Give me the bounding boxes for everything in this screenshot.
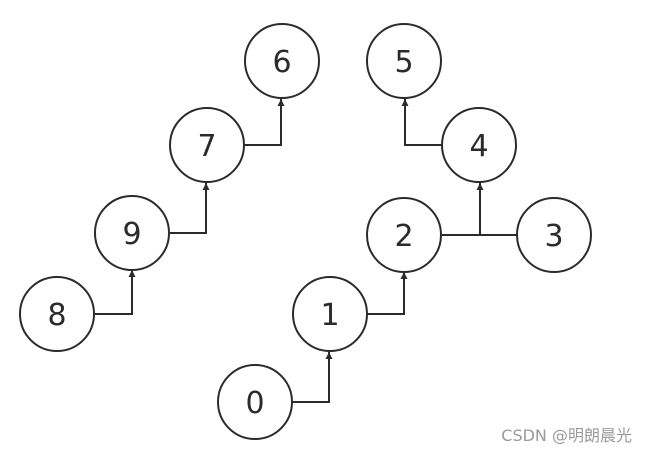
node-6: 6 (244, 23, 320, 99)
edge-9-to-7 (170, 183, 210, 234)
node-0: 0 (217, 364, 293, 440)
node-1: 1 (292, 276, 368, 352)
node-9-label: 9 (122, 217, 141, 252)
node-7-label: 7 (197, 129, 216, 164)
node-0-label: 0 (245, 386, 264, 421)
node-8-label: 8 (47, 298, 66, 333)
node-6-label: 6 (272, 45, 291, 80)
node-1-label: 1 (320, 298, 339, 333)
edge-4-to-5 (401, 99, 442, 146)
edge-8-to-9 (95, 270, 136, 315)
watermark-text: CSDN @明朗晨光 (501, 426, 632, 445)
edge-1-to-2 (367, 272, 408, 315)
edge-0-to-1 (292, 352, 333, 403)
node-3-label: 3 (544, 219, 563, 254)
node-5: 5 (366, 23, 442, 99)
node-2: 2 (366, 197, 442, 273)
edge-7-to-6 (244, 99, 285, 146)
node-9: 9 (94, 195, 170, 271)
node-7: 7 (169, 107, 245, 183)
node-8: 8 (19, 276, 95, 352)
node-4: 4 (441, 107, 517, 183)
node-5-label: 5 (394, 45, 413, 80)
node-4-label: 4 (469, 129, 488, 164)
node-3: 3 (516, 197, 592, 273)
node-2-label: 2 (394, 219, 413, 254)
